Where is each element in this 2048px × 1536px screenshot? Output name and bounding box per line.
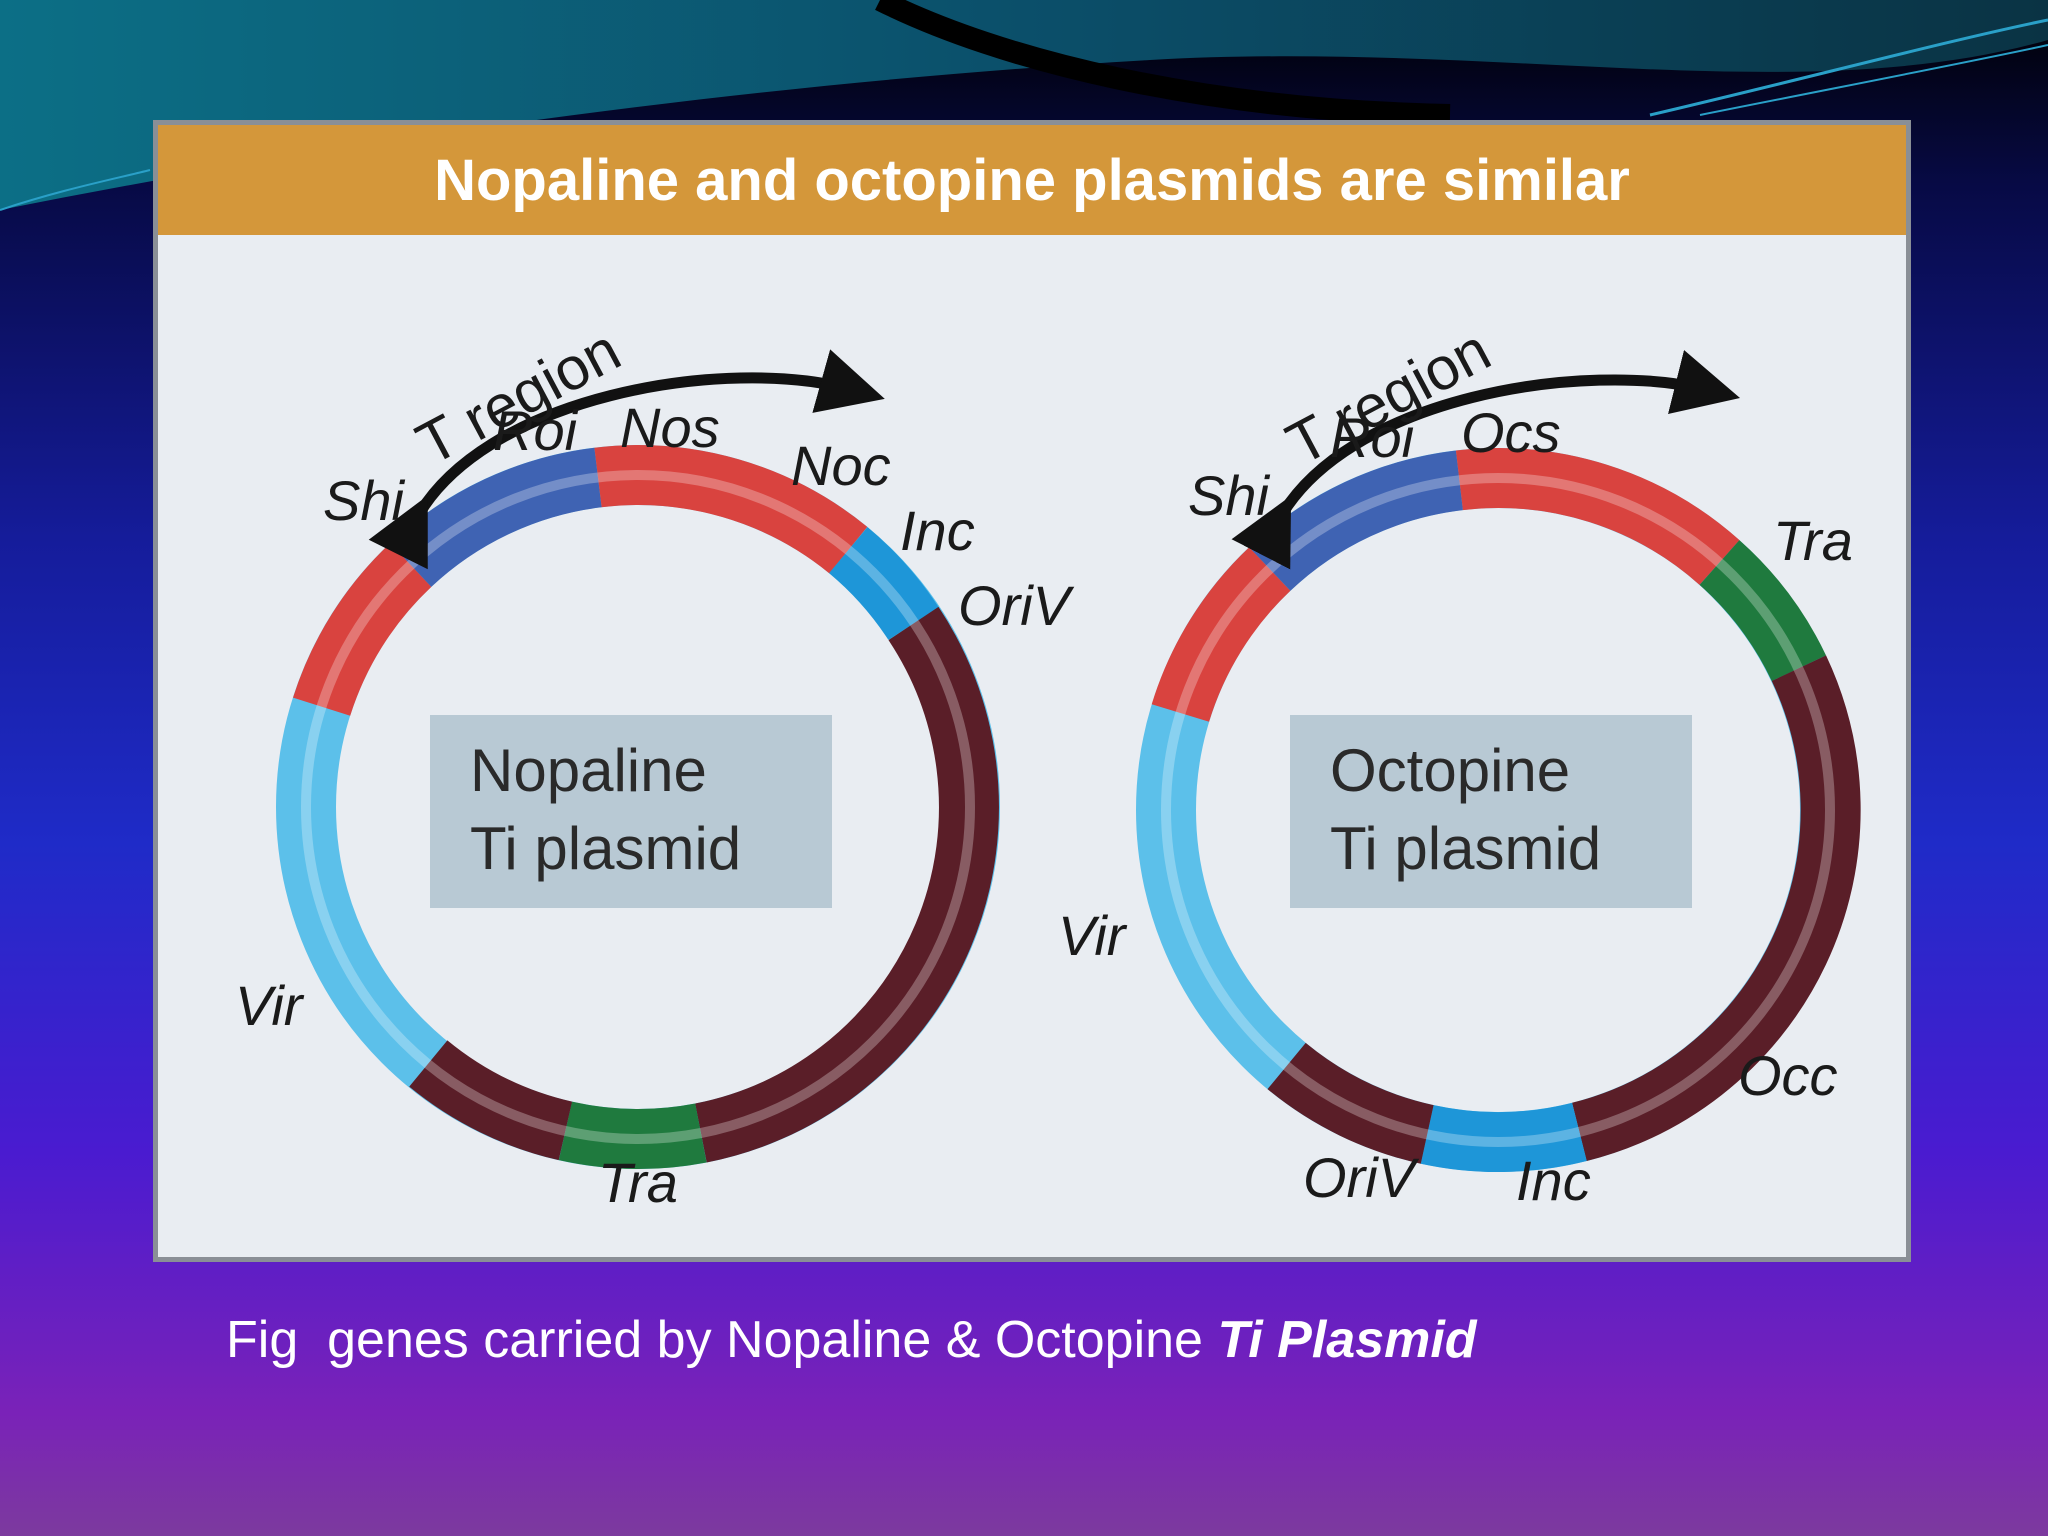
octopine-plasmid: T region Octopine Ti plasmid Shi Roi Ocs… — [1058, 316, 1861, 1212]
plasmid-diagrams: T region Nopaline Ti plasmid Shi Roi Nos… — [235, 316, 1861, 1214]
octopine-label-roi: Roi — [1330, 406, 1416, 469]
figure-panel: Nopaline and octopine plasmids are simil… — [153, 120, 1911, 1262]
octopine-name-box — [1290, 715, 1692, 908]
octopine-segment-oriv — [1267, 1042, 1435, 1164]
caption-text: Fig genes carried by Nopaline & Octopine — [226, 1311, 1218, 1369]
octopine-name-line1: Octopine — [1330, 737, 1570, 804]
figure-caption: Fig genes carried by Nopaline & Octopine… — [226, 1310, 1477, 1370]
nopaline-name-line1: Nopaline — [470, 737, 707, 804]
nopaline-segment-roi — [293, 543, 432, 717]
octopine-segment-occ — [1571, 655, 1861, 1161]
octopine-segment-tra — [1699, 540, 1826, 682]
nopaline-label-roi: Roi — [493, 399, 579, 462]
octopine-name-line2: Ti plasmid — [1330, 815, 1601, 882]
octopine-t-region-arrow — [1231, 349, 1741, 570]
octopine-label-ocs: Ocs — [1461, 401, 1561, 464]
octopine-label-occ: Occ — [1738, 1044, 1838, 1107]
nopaline-t-region-arrow — [368, 349, 885, 570]
nopaline-label-noc: Noc — [791, 434, 891, 497]
octopine-segment-roi — [1151, 547, 1291, 723]
nopaline-label-oriv: OriV — [958, 574, 1075, 637]
nopaline-label-inc: Inc — [900, 499, 975, 562]
top-swoosh-decoration — [0, 0, 2048, 211]
nopaline-segment-tra-left — [409, 1040, 573, 1161]
nopaline-label-tra: Tra — [598, 1151, 678, 1214]
nopaline-label-nos: Nos — [620, 396, 720, 459]
nopaline-segment-oriv — [695, 606, 999, 1163]
octopine-segment-inc — [1420, 1102, 1587, 1173]
nopaline-name-box — [430, 715, 832, 908]
nopaline-segment-tra — [558, 1101, 707, 1169]
figure-title: Nopaline and octopine plasmids are simil… — [158, 125, 1906, 235]
nopaline-name-line2: Ti plasmid — [470, 815, 741, 882]
octopine-label-tra: Tra — [1773, 509, 1853, 572]
octopine-label-vir: Vir — [1058, 904, 1128, 967]
octopine-label-shi: Shi — [1188, 464, 1270, 527]
octopine-label-inc: Inc — [1516, 1149, 1591, 1212]
nopaline-label-shi: Shi — [323, 469, 405, 532]
nopaline-label-vir: Vir — [235, 974, 305, 1037]
octopine-label-oriv: OriV — [1303, 1146, 1420, 1209]
caption-emphasis: Ti Plasmid — [1217, 1311, 1477, 1369]
nopaline-plasmid: T region Nopaline Ti plasmid Shi Roi Nos… — [235, 316, 1075, 1214]
